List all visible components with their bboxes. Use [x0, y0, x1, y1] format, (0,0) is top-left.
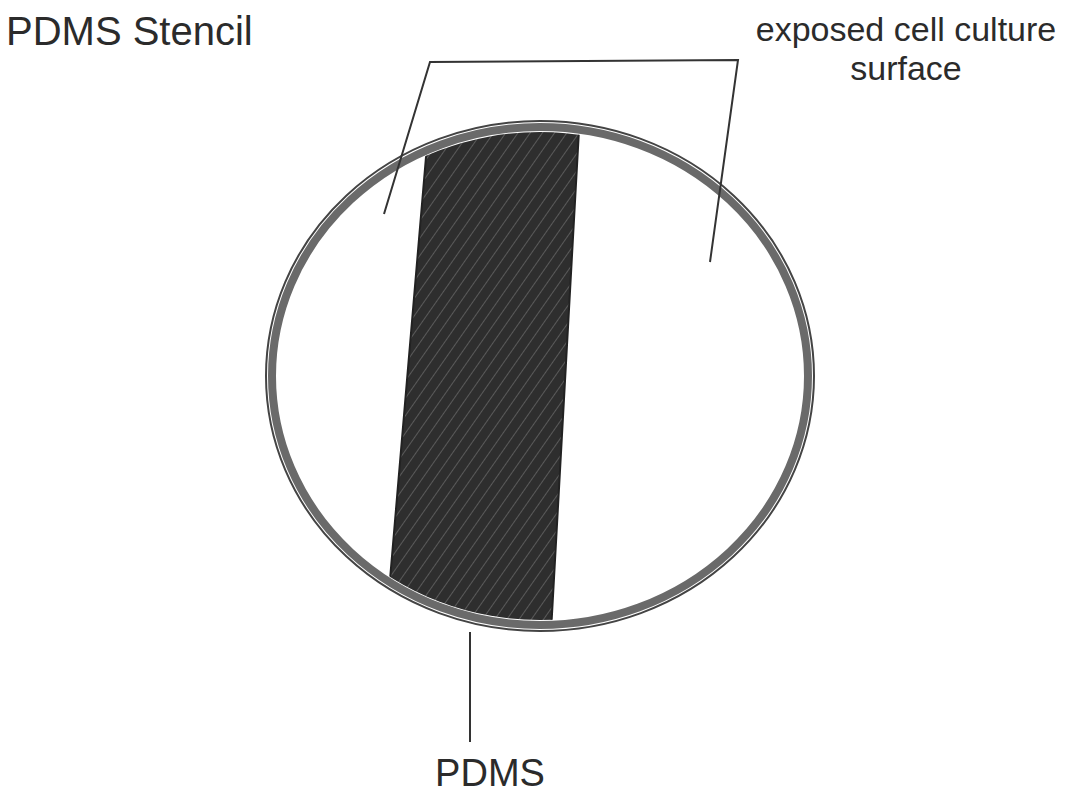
bracket-leader: [384, 60, 738, 262]
diagram-title: PDMS Stencil: [6, 8, 253, 54]
pdms-band: [384, 110, 580, 650]
part-label: PDMS: [400, 752, 580, 796]
region-label: exposed cell culture surface: [740, 10, 1072, 88]
leader-line: [469, 632, 471, 742]
